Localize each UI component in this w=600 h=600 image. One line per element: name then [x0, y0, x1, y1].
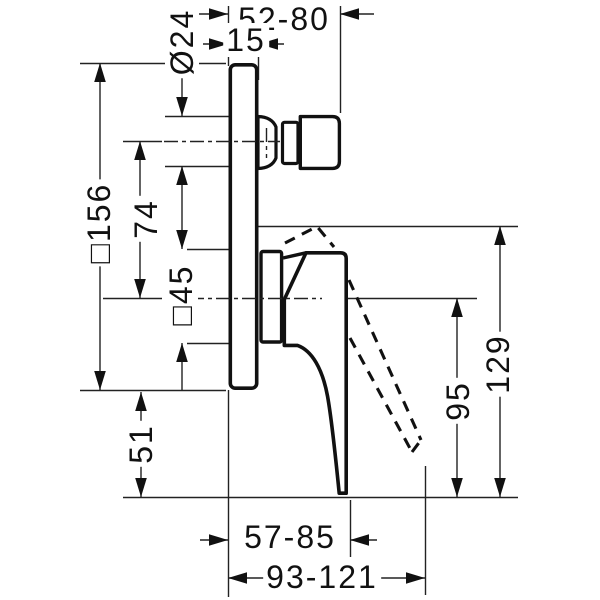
dim-label-axis-spacing: 74 — [128, 196, 164, 242]
spout-cone — [256, 114, 278, 171]
spout-block — [298, 114, 342, 171]
lever-handle-dashed-position — [284, 224, 423, 453]
dim-label-sleeve-size: □45 — [163, 261, 199, 329]
dim-label-plate-height: □156 — [81, 179, 117, 267]
spout-ring — [280, 120, 300, 166]
dim-label-bottom-offset: 51 — [123, 421, 159, 467]
dim-label-plate-thickness: 15 — [223, 23, 269, 57]
dim-label-spout-diameter: Ø24 — [164, 5, 200, 79]
mixer-body — [228, 63, 348, 495]
dim-label-handle-depth: 57-85 — [241, 520, 339, 554]
lever-back-edge — [282, 251, 307, 260]
dim-label-axis-to-tip: 95 — [440, 378, 476, 424]
dim-label-raised-height: 129 — [480, 331, 516, 397]
handle-sleeve — [259, 249, 284, 344]
lever-handle — [282, 251, 348, 495]
dim-label-max-depth: 93-121 — [263, 560, 381, 594]
extension-lines — [80, 6, 518, 597]
wall-plate — [228, 63, 259, 390]
dimension-arrowheads — [94, 8, 506, 584]
